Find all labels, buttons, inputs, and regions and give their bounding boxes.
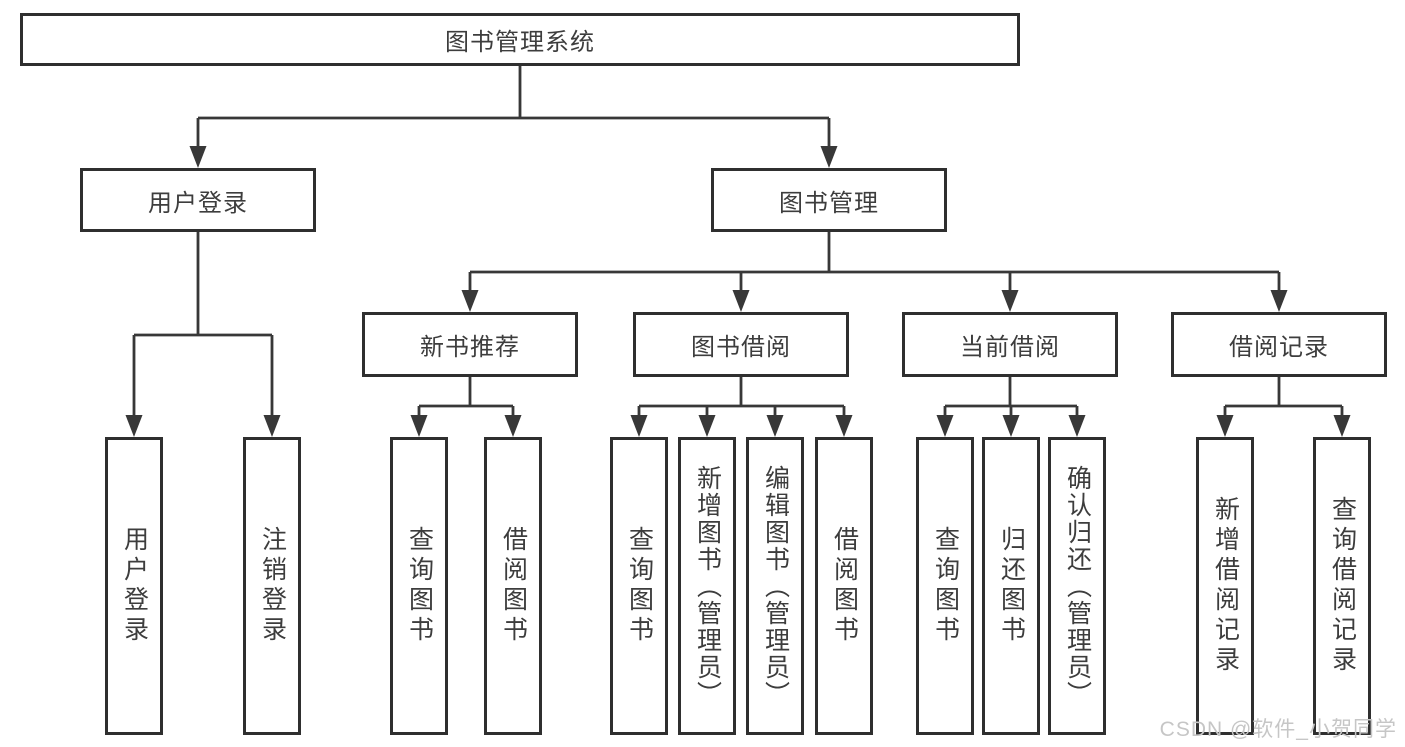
arrowheads [125,146,1351,437]
leaf-nb-borrow-books: 借阅图书 [484,437,542,735]
leaf-cb-confirm-return-admin-label: 确认归还（管理员） [1063,464,1092,708]
leaf-br-query-record-label: 查询借阅记录 [1328,496,1357,676]
leaf-cb-query-books-label: 查询图书 [931,526,960,646]
node-library-system-label: 图书管理系统 [445,29,595,56]
leaf-br-query-record: 查询借阅记录 [1313,437,1371,735]
node-library-system: 图书管理系统 [20,13,1020,66]
csdn-watermark: CSDN @软件_小贺同学 [1159,718,1397,741]
leaf-cb-return-books: 归还图书 [982,437,1040,735]
leaf-cb-confirm-return-admin: 确认归还（管理员） [1048,437,1106,735]
node-borrow-records: 借阅记录 [1171,312,1387,377]
connector-paths [132,63,1344,417]
leaf-bb-edit-books-admin-label: 编辑图书（管理员） [761,464,790,708]
leaf-bb-edit-books-admin: 编辑图书（管理员） [746,437,804,735]
leaf-bb-query-books: 查询图书 [610,437,668,735]
leaf-bb-query-books-label: 查询图书 [625,526,654,646]
leaf-user-login-label: 用户登录 [120,526,149,646]
node-book-management: 图书管理 [711,168,947,232]
node-book-borrow: 图书借阅 [633,312,849,377]
leaf-br-add-record-label: 新增借阅记录 [1211,496,1240,676]
leaf-user-login: 用户登录 [105,437,163,735]
node-borrow-records-label: 借阅记录 [1229,334,1329,361]
node-user-login-label: 用户登录 [148,189,248,217]
node-new-book-recommend-label: 新书推荐 [420,334,520,361]
node-user-login: 用户登录 [80,168,316,232]
leaf-cb-query-books: 查询图书 [916,437,974,735]
node-new-book-recommend: 新书推荐 [362,312,578,377]
leaf-nb-borrow-books-label: 借阅图书 [499,526,528,646]
leaf-bb-borrow-books-label: 借阅图书 [830,526,859,646]
leaf-br-add-record: 新增借阅记录 [1196,437,1254,735]
node-current-borrow-label: 当前借阅 [960,334,1060,361]
node-book-borrow-label: 图书借阅 [691,334,791,361]
leaf-logout-login: 注销登录 [243,437,301,735]
leaf-bb-add-books-admin: 新增图书（管理员） [678,437,736,735]
leaf-nb-query-books-label: 查询图书 [405,526,434,646]
leaf-logout-login-label: 注销登录 [258,526,287,646]
leaf-bb-add-books-admin-label: 新增图书（管理员） [693,464,722,708]
node-current-borrow: 当前借阅 [902,312,1118,377]
leaf-bb-borrow-books: 借阅图书 [815,437,873,735]
leaf-nb-query-books: 查询图书 [390,437,448,735]
leaf-cb-return-books-label: 归还图书 [997,526,1026,646]
node-book-management-label: 图书管理 [779,189,879,217]
